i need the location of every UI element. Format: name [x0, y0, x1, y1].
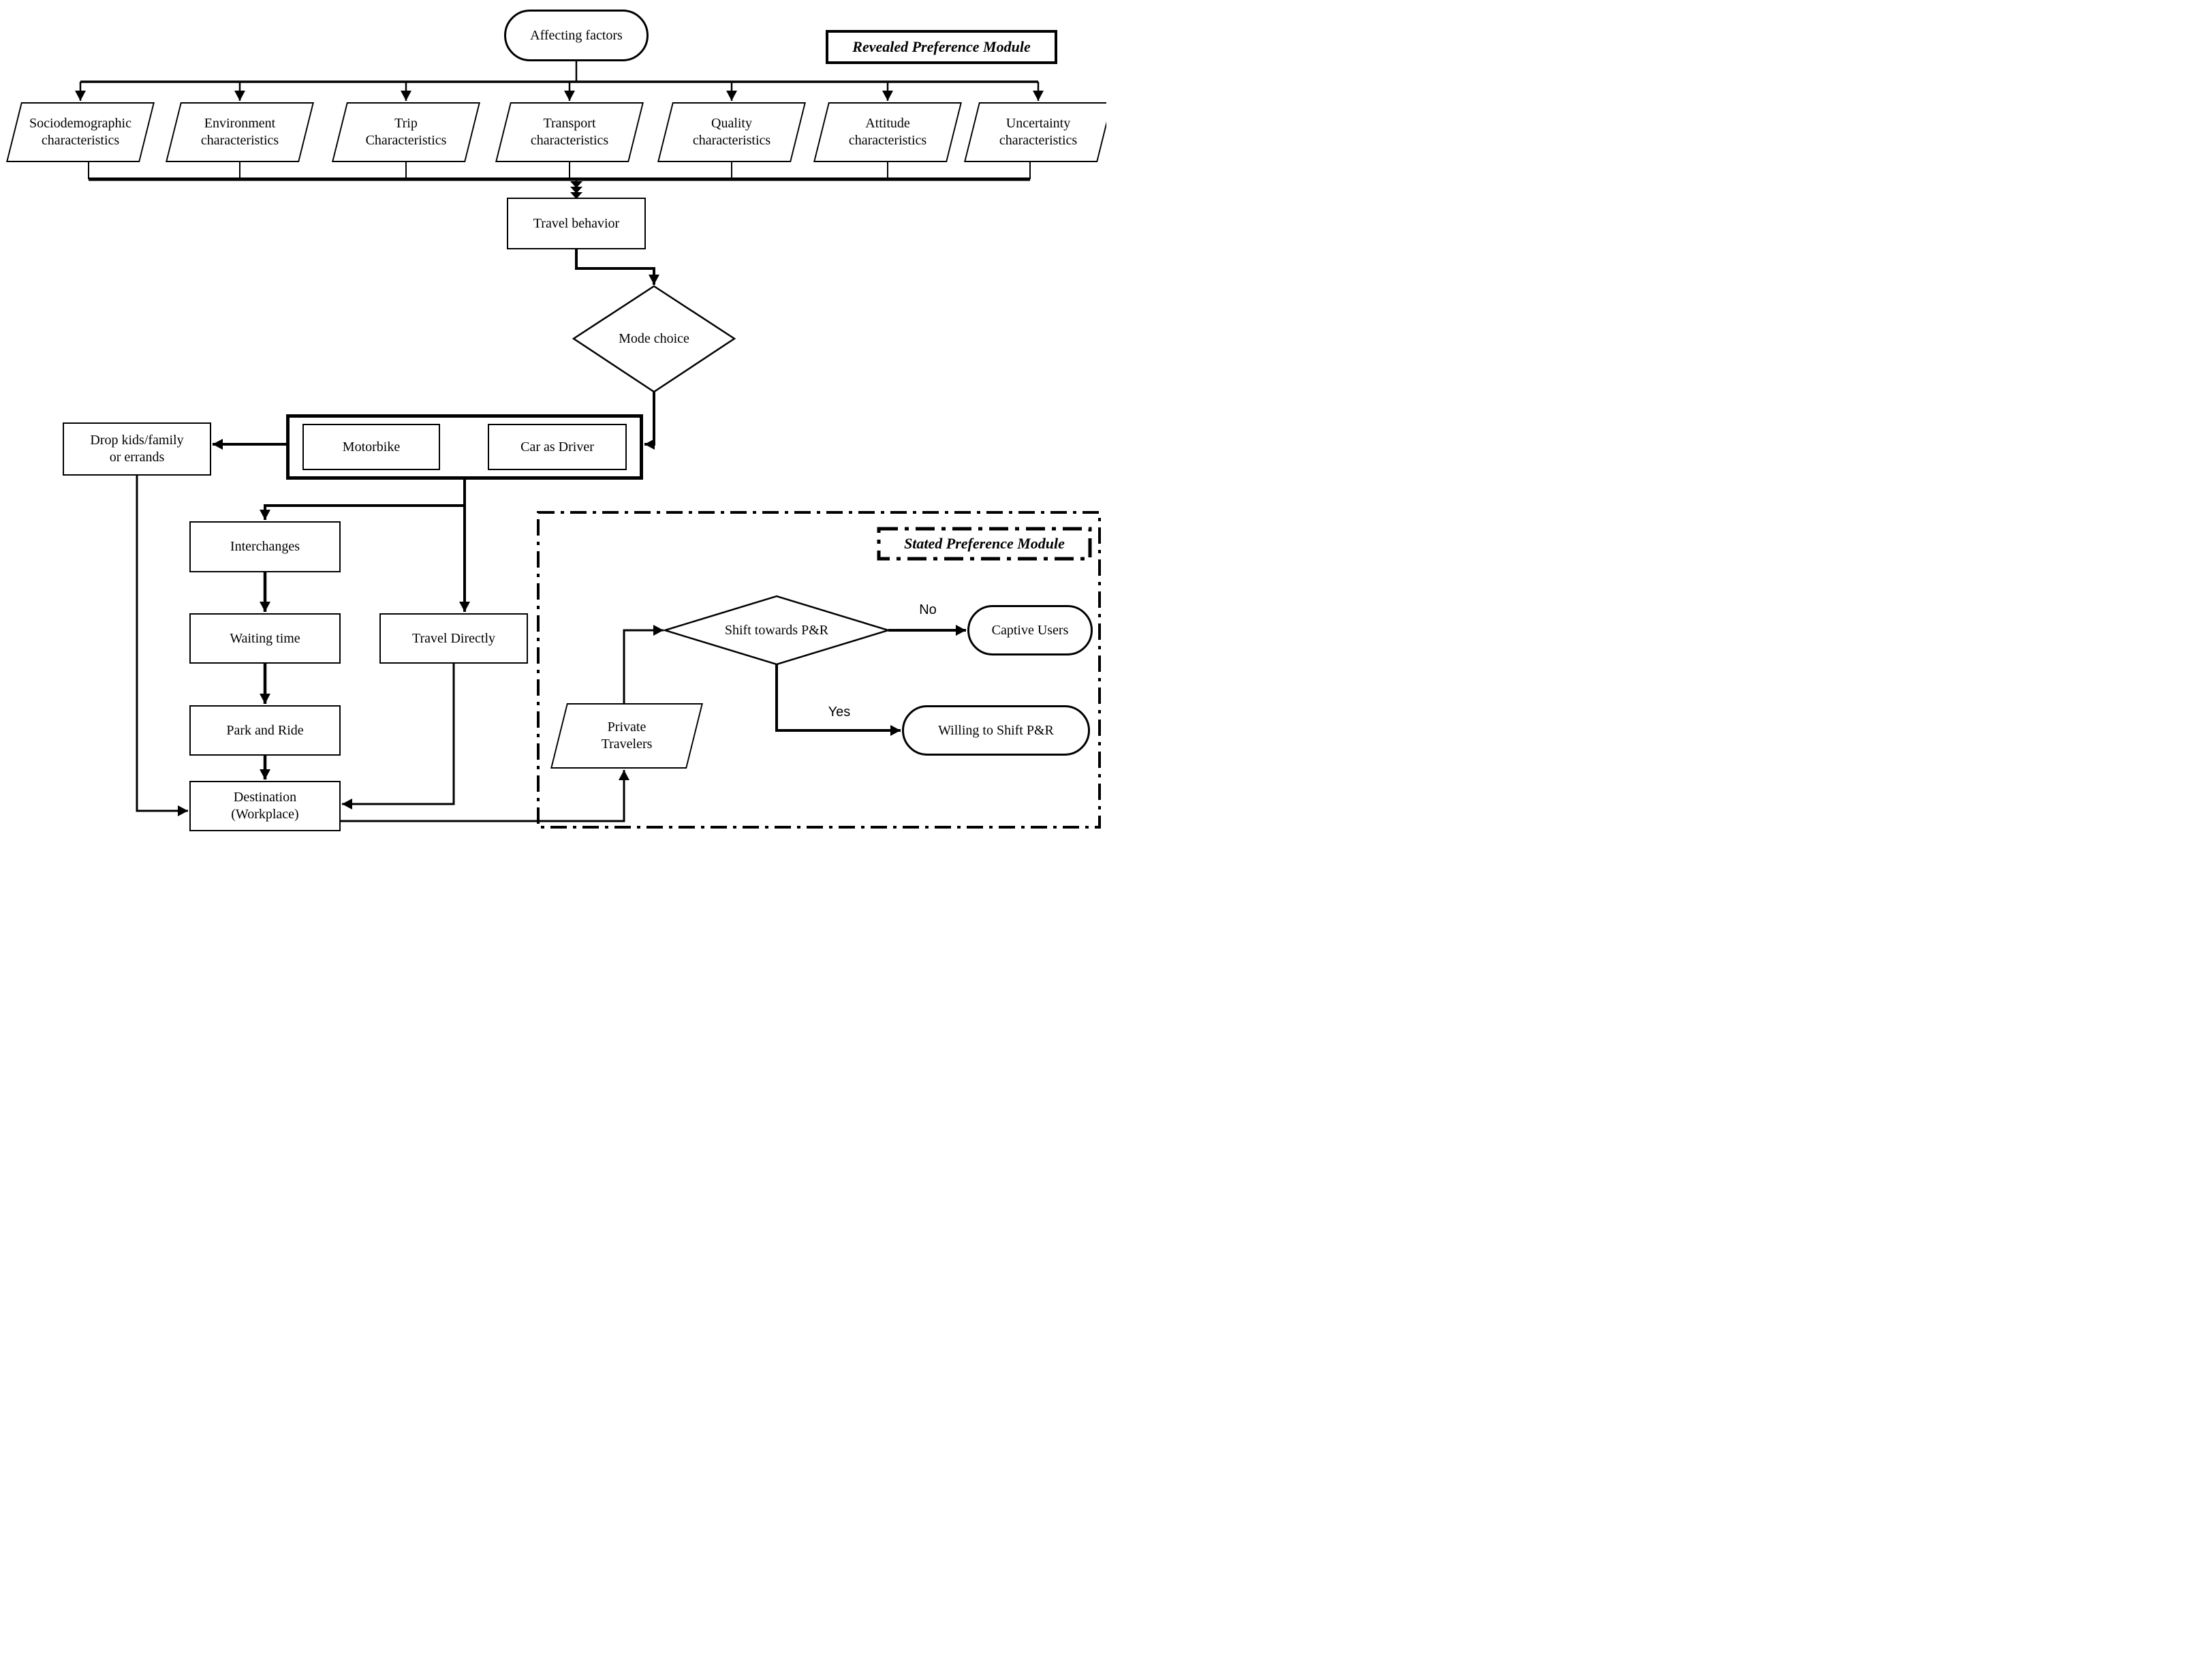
edge-drop-kids-to-destination: [136, 476, 188, 816]
travel-directly-label: Travel Directly: [411, 630, 495, 646]
interchanges-label: Interchanges: [230, 539, 300, 554]
drop-kids-line2: or errands: [109, 450, 165, 465]
destination-node: Destination (Workplace): [189, 781, 341, 831]
stacked-arrowhead-2: [570, 187, 582, 194]
willing-to-shift-label: Willing to Shift P&R: [938, 722, 1054, 738]
connector-layer: [75, 61, 1101, 829]
stated-preference-label-border: [877, 527, 1092, 561]
revealed-preference-module-title: Revealed Preference Module: [826, 30, 1057, 64]
travel-directly-node: Travel Directly: [379, 613, 528, 664]
car-as-driver-label: Car as Driver: [520, 439, 594, 454]
edge-modes-to-interchanges: [260, 504, 465, 520]
waiting-time-node: Waiting time: [189, 613, 341, 664]
motorbike-label: Motorbike: [342, 439, 401, 454]
chosen-modes-container: [286, 414, 643, 480]
shift-towards-pr-label: Shift towards P&R: [724, 622, 829, 638]
affecting-factors-label: Affecting factors: [530, 27, 623, 43]
revealed-preference-module-label: Revealed Preference Module: [852, 38, 1031, 56]
waiting-time-label: Waiting time: [230, 630, 300, 646]
stated-preference-module-title: Stated Preference Module: [879, 529, 1090, 559]
park-and-ride-label: Park and Ride: [226, 722, 304, 738]
edge-shift-yes-to-willing: [775, 664, 901, 736]
stated-preference-region-border: [537, 511, 1101, 829]
travel-behavior-node: Travel behavior: [507, 198, 646, 249]
edge-mode-choice-to-modes: [644, 392, 655, 450]
yes-edge-label: Yes: [828, 705, 851, 720]
shift-towards-pr-diamond: [661, 595, 892, 666]
flowchart-canvas: Affecting factors Revealed Preference Mo…: [0, 0, 1106, 834]
captive-users-label: Captive Users: [991, 622, 1069, 638]
stated-preference-module-label: Stated Preference Module: [904, 535, 1065, 553]
park-and-ride-node: Park and Ride: [189, 705, 341, 756]
destination-line2: (Workplace): [231, 807, 299, 822]
shift-towards-pr-node: Shift towards P&R: [695, 617, 858, 643]
edge-destination-to-private-travelers: [341, 770, 629, 822]
willing-to-shift-node: Willing to Shift P&R: [902, 705, 1090, 756]
stacked-arrowhead-1: [570, 181, 582, 188]
travel-behavior-label: Travel behavior: [533, 215, 620, 231]
interchanges-node: Interchanges: [189, 521, 341, 572]
no-edge-label: No: [919, 602, 937, 617]
captive-users-node: Captive Users: [967, 605, 1093, 655]
car-as-driver-node: Car as Driver: [488, 424, 627, 470]
destination-line1: Destination: [233, 790, 297, 805]
mode-choice-diamond: [572, 285, 736, 393]
mode-choice-label: Mode choice: [619, 330, 689, 346]
edge-travel-directly-to-destination: [342, 664, 455, 809]
mode-choice-node: Mode choice: [586, 326, 722, 352]
motorbike-node: Motorbike: [302, 424, 440, 470]
affecting-factors-node: Affecting factors: [504, 10, 649, 61]
edge-private-travelers-to-shift: [623, 625, 664, 703]
drop-kids-line1: Drop kids/family: [90, 433, 184, 448]
edge-travel-behavior-to-mode-choice: [575, 249, 659, 285]
stacked-arrowhead-3: [570, 192, 582, 199]
drop-kids-node: Drop kids/family or errands: [63, 422, 211, 476]
